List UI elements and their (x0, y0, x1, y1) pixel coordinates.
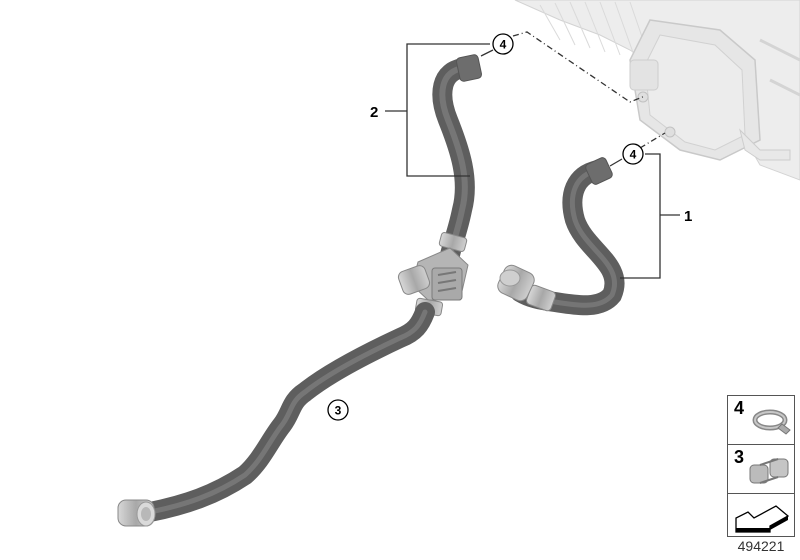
legend-item-clip[interactable]: 3 (727, 444, 795, 494)
callout-1[interactable]: 1 (684, 208, 692, 225)
callout-bubble-3-label: 3 (335, 404, 342, 418)
heater-core-housing (514, 0, 800, 181)
callout-bubble-4-right-label: 4 (630, 148, 637, 162)
callout-leaders (385, 31, 680, 279)
callout-bubble-4-right[interactable]: 4 (622, 143, 644, 165)
hose-clamp-icon (752, 409, 791, 435)
callout-2[interactable]: 2 (370, 104, 378, 121)
legend-item-clip-label: 3 (734, 447, 745, 467)
hose-quick-connector (497, 264, 557, 312)
hose-part-2[interactable] (432, 54, 483, 265)
callout-bubble-3[interactable]: 3 (327, 399, 349, 421)
callout-bubble-4-upper-label: 4 (500, 38, 507, 52)
legend-item-clamp-label: 4 (734, 398, 745, 418)
coolant-valve[interactable] (397, 232, 469, 317)
legend-item-clamp[interactable]: 4 (727, 395, 795, 445)
legend-item-direction[interactable] (727, 493, 795, 537)
diagram-number: 494221 (737, 538, 785, 554)
callout-bubble-4-upper[interactable]: 4 (492, 33, 514, 55)
hose-part-3[interactable] (117, 302, 435, 527)
double-clip-icon (749, 458, 789, 484)
arrow-direction-icon (735, 505, 790, 533)
hose-part-1[interactable] (495, 156, 625, 316)
hose-end-fitting (117, 499, 156, 527)
